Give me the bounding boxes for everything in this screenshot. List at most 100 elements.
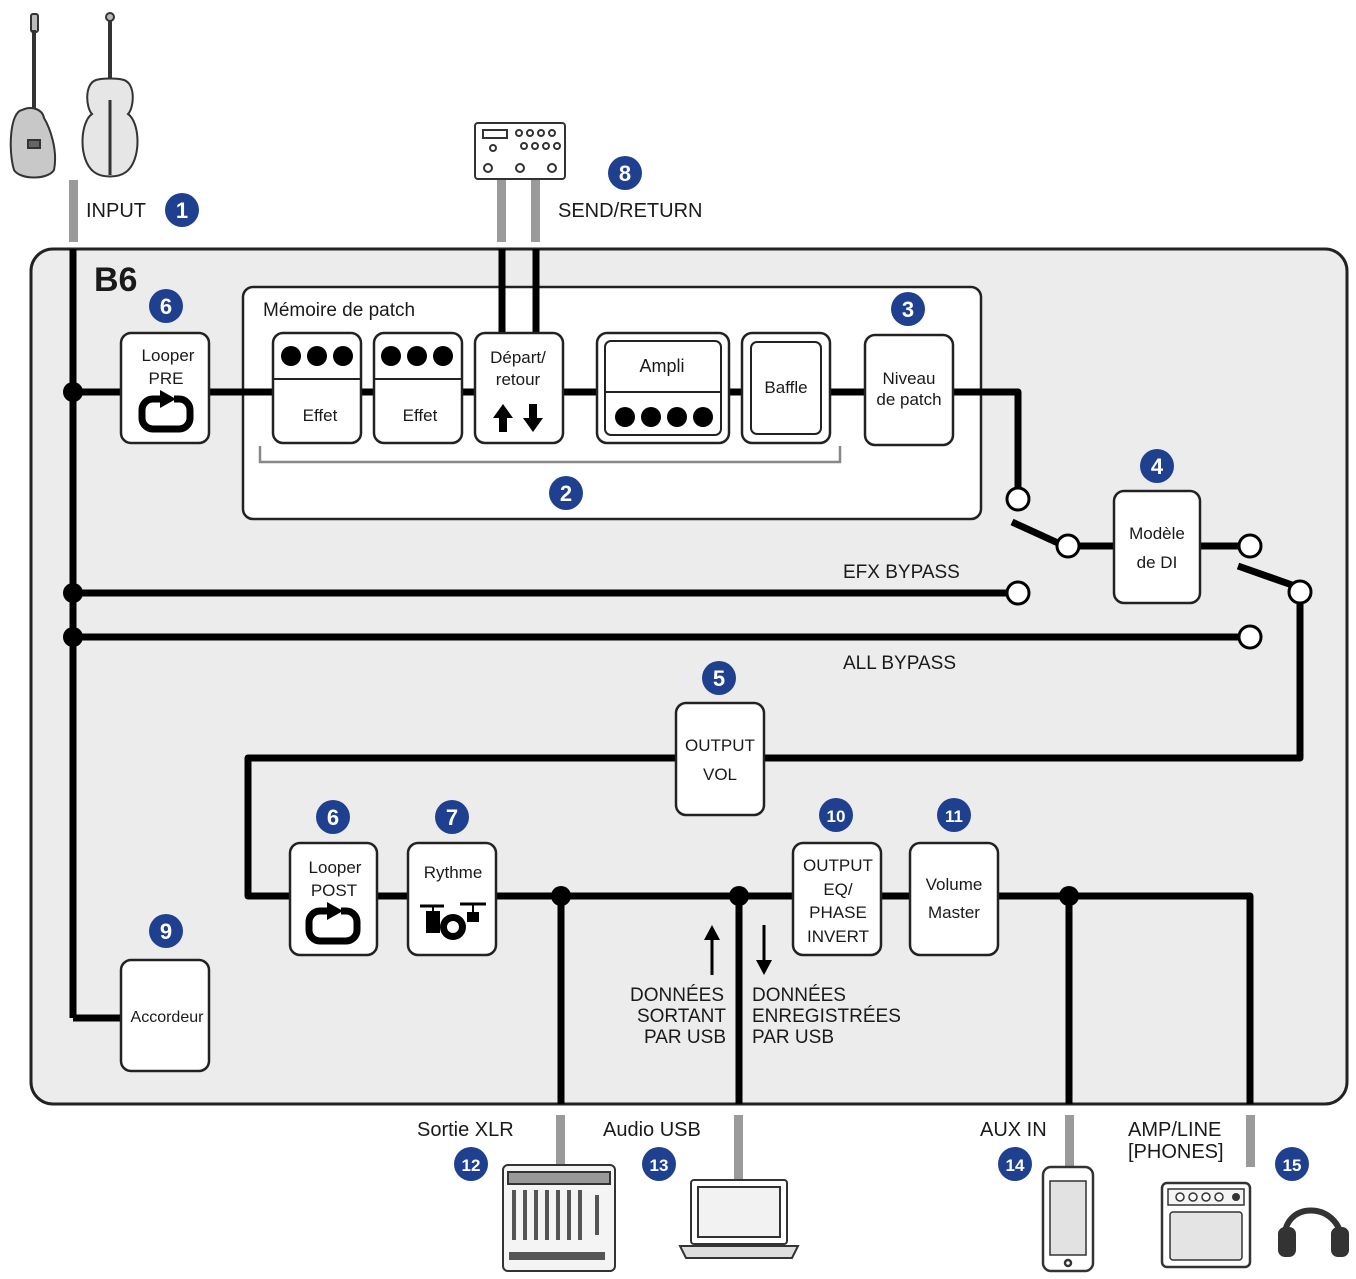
badge-8: 8 [608, 156, 642, 190]
looper-post-label-line1: Looper [309, 858, 362, 877]
output-eq-label-line1: OUTPUT [803, 856, 873, 875]
usb-out-label-line3: PAR USB [644, 1027, 726, 1048]
knobs-icon [615, 407, 713, 427]
send-return-label-line1: Départ/ [490, 348, 546, 367]
patch-memory-label: Mémoire de patch [263, 300, 415, 321]
tuner-label: Accordeur [131, 1009, 205, 1026]
di-model-block [1112, 489, 1202, 605]
down-arrow-icon [756, 925, 772, 975]
drum-kit-icon [420, 902, 486, 940]
svg-text:1: 1 [176, 198, 188, 223]
usb-rec-label-line3: PAR USB [752, 1027, 834, 1048]
svg-text:10: 10 [827, 807, 846, 826]
svg-text:14: 14 [1006, 1156, 1025, 1175]
send-return-label: SEND/RETURN [558, 200, 702, 222]
effect-1-label: Effet [303, 406, 338, 425]
svg-text:11: 11 [945, 807, 963, 826]
svg-text:15: 15 [1283, 1156, 1302, 1175]
knobs-icon [381, 346, 453, 366]
up-arrow-icon [493, 404, 513, 432]
external-effect-unit-icon [474, 122, 566, 180]
svg-text:6: 6 [160, 294, 172, 319]
device-name: B6 [94, 261, 137, 299]
master-volume-label-line1: Volume [926, 875, 983, 894]
electric-bass-icon [9, 13, 56, 179]
efx-bypass-label: EFX BYPASS [843, 562, 960, 583]
input-label: INPUT [86, 200, 146, 222]
xlr-out-label: Sortie XLR [417, 1119, 514, 1141]
output-vol-label-line1: OUTPUT [685, 736, 755, 755]
svg-text:2: 2 [560, 481, 572, 506]
amp-line-label-line1: AMP/LINE [1128, 1119, 1221, 1141]
svg-text:12: 12 [462, 1156, 481, 1175]
knobs-icon [281, 346, 353, 366]
headphones-icon [1278, 1207, 1349, 1257]
looper-post-label-line2: POST [311, 881, 357, 900]
svg-text:13: 13 [650, 1156, 669, 1175]
patch-level-block [863, 333, 955, 447]
loop-icon [305, 902, 361, 945]
output-eq-label-line4: INVERT [807, 927, 869, 946]
usb-rec-label-line1: DONNÉES [752, 985, 846, 1006]
svg-text:9: 9 [160, 919, 172, 944]
output-eq-block [791, 841, 883, 957]
usb-out-label-line1: DONNÉES [630, 985, 724, 1006]
looper-pre-label-line2: PRE [149, 369, 184, 388]
signal-lines [69, 249, 1304, 1104]
badge-1: 1 [165, 193, 199, 227]
svg-text:4: 4 [1151, 454, 1164, 479]
badge-3: 3 [891, 292, 925, 326]
badge-6: 6 [149, 289, 183, 323]
svg-text:3: 3 [902, 297, 914, 322]
junction-dots [63, 382, 1079, 906]
svg-text:5: 5 [713, 666, 725, 691]
patch-level-label-line2: de patch [876, 390, 941, 409]
badge-11: 11 [937, 798, 971, 832]
laptop-icon [678, 1179, 800, 1259]
effect-chain-bracket [258, 446, 842, 464]
usb-out-label-line2: SORTANT [637, 1006, 726, 1027]
output-eq-label-line3: PHASE [809, 903, 867, 922]
down-arrow-icon [523, 404, 543, 432]
output-vol-block [674, 701, 766, 817]
switch-terminals [1005, 486, 1313, 650]
badge-4: 4 [1140, 449, 1174, 483]
badge-7: 7 [435, 800, 469, 834]
tuner-block [119, 958, 211, 1073]
amplifier-icon [1160, 1181, 1252, 1269]
usb-rec-label-line2: ENREGISTRÉES [752, 1006, 901, 1027]
external-jacks [69, 178, 1255, 1181]
svg-text:8: 8 [619, 161, 631, 186]
badge-9: 9 [149, 914, 183, 948]
badge-14: 14 [998, 1147, 1032, 1181]
badge-5: 5 [702, 661, 736, 695]
amp-label: Ampli [639, 356, 684, 376]
output-eq-label-line2: EQ/ [823, 880, 853, 899]
badge-10: 10 [819, 798, 853, 832]
badge-12: 12 [454, 1147, 488, 1181]
smartphone-icon [1041, 1165, 1095, 1273]
loop-icon [138, 390, 194, 433]
cab-label: Baffle [764, 378, 807, 397]
upright-bass-icon [81, 12, 139, 178]
aux-in-label: AUX IN [980, 1119, 1047, 1141]
send-return-label-line2: retour [496, 370, 541, 389]
all-bypass-label: ALL BYPASS [843, 653, 956, 674]
amp-line-label-line2: [PHONES] [1128, 1141, 1224, 1163]
badge-15: 15 [1275, 1147, 1309, 1181]
master-volume-label-line2: Master [928, 903, 980, 922]
badge-2: 2 [549, 476, 583, 510]
patch-level-label-line1: Niveau [883, 369, 936, 388]
rhythm-label: Rythme [424, 863, 483, 882]
mixer-icon [502, 1164, 616, 1272]
di-model-label-line1: Modèle [1129, 524, 1185, 543]
badge-6-post: 6 [316, 800, 350, 834]
badge-13: 13 [642, 1147, 676, 1181]
master-volume-block [908, 841, 1000, 957]
looper-pre-label-line1: Looper [142, 346, 195, 365]
usb-audio-label: Audio USB [603, 1119, 701, 1141]
output-vol-label-line2: VOL [703, 765, 737, 784]
effect-2-label: Effet [403, 406, 438, 425]
up-arrow-icon [704, 925, 720, 975]
